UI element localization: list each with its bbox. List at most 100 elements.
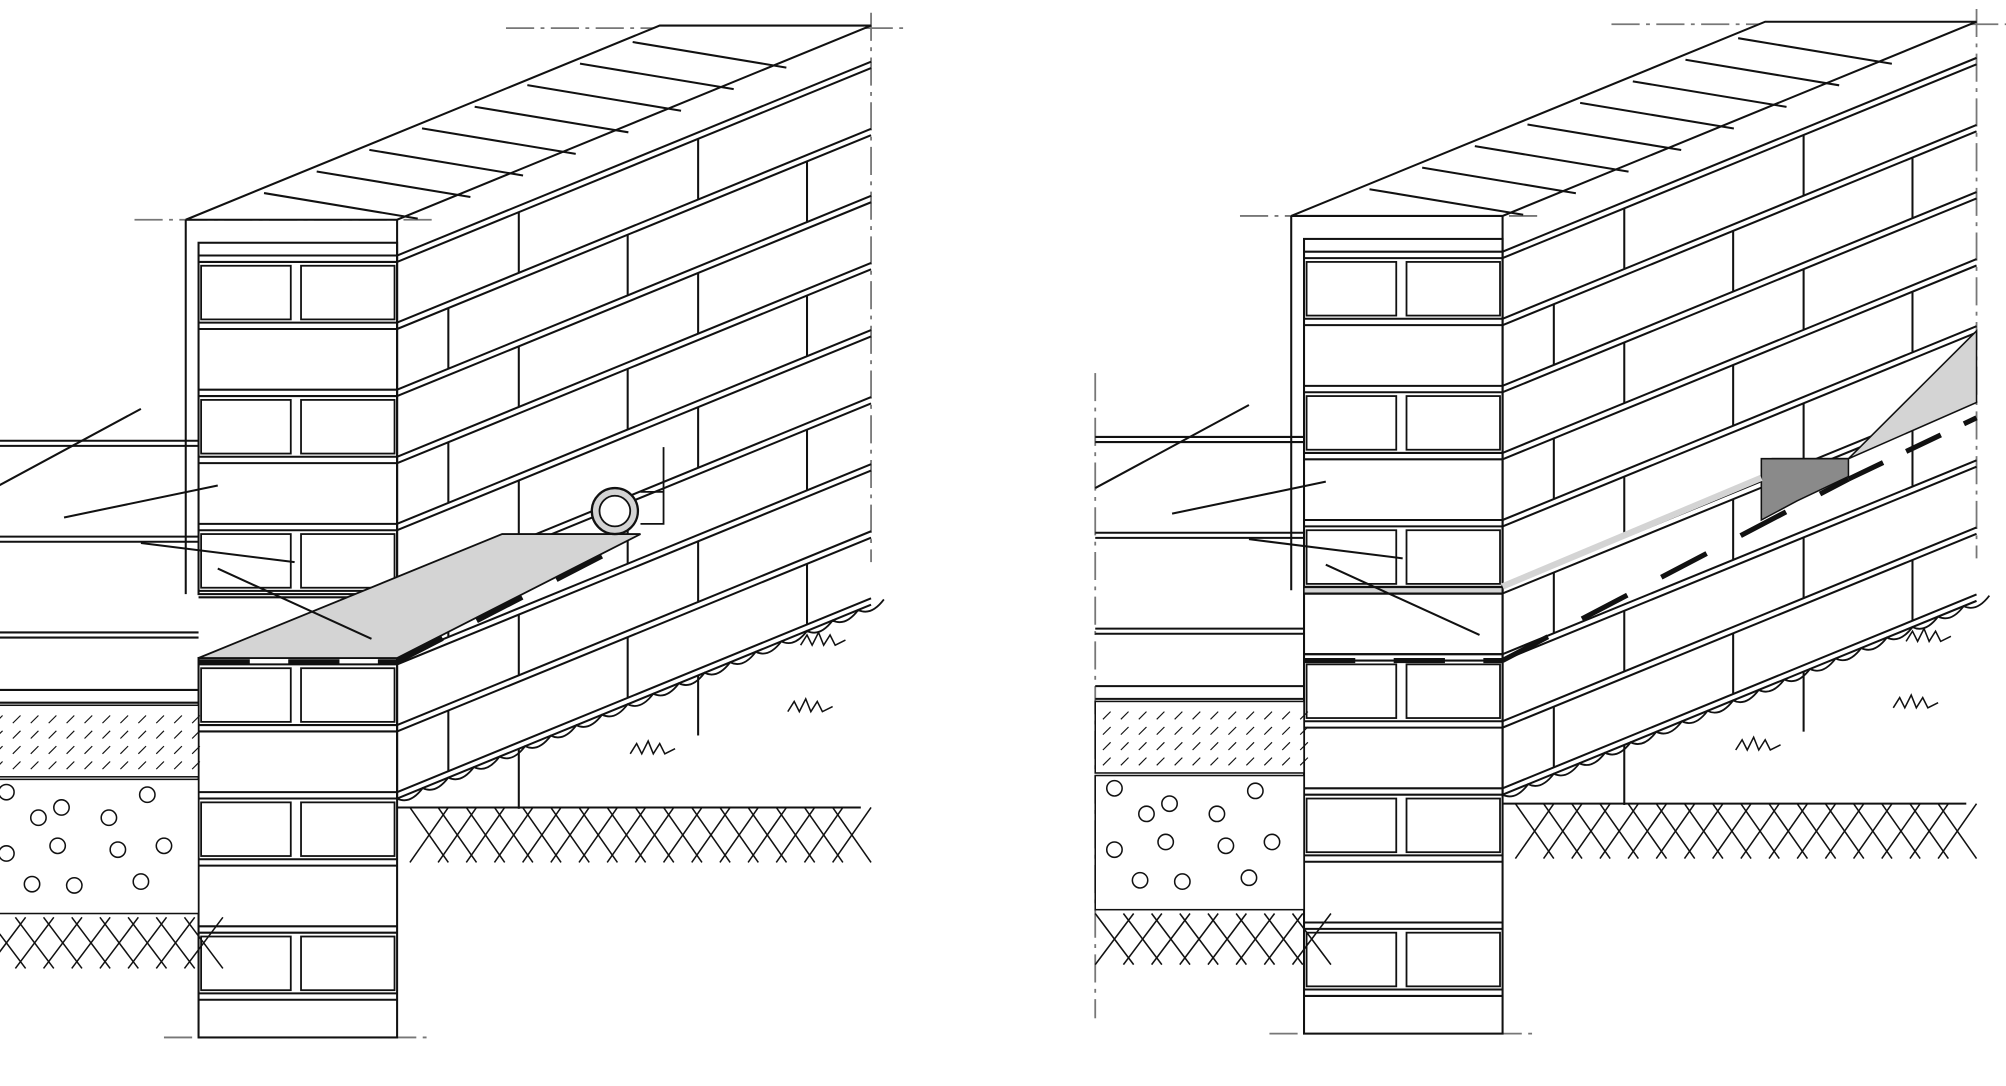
ground-hatch: [493, 807, 534, 863]
brick: [300, 264, 396, 321]
sand-mark: [173, 715, 183, 724]
brick: [1405, 395, 1501, 451]
sand-mark: [1174, 711, 1183, 720]
sand-mark: [0, 761, 3, 765]
brick: [300, 533, 396, 589]
sand-mark: [137, 730, 147, 739]
sand-mark: [1210, 741, 1219, 751]
sand-mark: [66, 745, 75, 755]
side-course: [396, 469, 872, 666]
side-course: [1502, 593, 1977, 790]
side-course: [396, 261, 872, 458]
gravel-stone: [1173, 873, 1191, 891]
grass-tuft-icon: [1735, 735, 1781, 752]
membrane-area: [1503, 331, 1977, 587]
grass-tuft-icon: [1905, 626, 1952, 644]
ground-hatch: [1150, 913, 1191, 966]
ground-hatch: [1740, 803, 1780, 860]
coping-brick-joint: [1369, 188, 1524, 216]
side-course: [1502, 130, 1977, 327]
sand-mark: [1299, 741, 1309, 751]
sand-mark: [1120, 741, 1129, 751]
coping-brick-joint: [632, 41, 787, 69]
brick: [1305, 931, 1398, 988]
paving-joint: [1171, 480, 1327, 515]
sand-mark: [1192, 726, 1201, 736]
brick: [1405, 663, 1501, 719]
side-course: [396, 597, 872, 794]
sand-mark: [1138, 741, 1147, 751]
coping-brick-joint: [474, 105, 629, 134]
wall-front-lower: [197, 656, 399, 1039]
coping-brick-joint: [369, 148, 524, 177]
sand-mark: [1281, 726, 1291, 736]
sand-mark: [1138, 711, 1147, 720]
sand-mark: [1192, 741, 1201, 751]
gravel-stone: [1263, 833, 1281, 851]
ground-hatch: [1824, 803, 1865, 860]
side-course: [396, 536, 872, 733]
sand-mark: [1245, 757, 1255, 766]
membrane-roll-core: [598, 494, 632, 528]
sand-mark: [155, 761, 165, 770]
sand-mark: [120, 730, 129, 739]
sand-mark: [48, 730, 57, 739]
sand-mark: [84, 761, 93, 770]
membrane-strip: [1501, 474, 1763, 590]
sand-mark: [1138, 757, 1147, 766]
gravel-stone: [0, 845, 15, 862]
sand-mark: [48, 761, 57, 770]
membrane-edge: [1501, 476, 1850, 663]
side-course: [396, 60, 872, 257]
ground-hatch: [437, 807, 478, 863]
side-course: [396, 329, 872, 525]
brick: [200, 935, 292, 992]
sand-mark: [137, 715, 147, 724]
side-course: [1502, 264, 1977, 461]
ground-hatch: [127, 916, 168, 969]
brick: [1305, 797, 1398, 854]
coping-brick-joint: [1737, 37, 1893, 65]
ground-hatch: [1179, 913, 1219, 966]
ground-hatch: [719, 807, 759, 863]
gravel-stone: [1208, 805, 1226, 823]
paving-joint: [63, 484, 218, 519]
sand-mark: [1281, 741, 1291, 751]
sand-mark: [120, 761, 129, 770]
side-course: [1502, 258, 1977, 454]
ground-hatch: [1599, 803, 1639, 860]
ground-hatch: [42, 916, 83, 969]
ground-hatch: [832, 807, 872, 863]
sand-mark: [191, 761, 201, 770]
brick: [1405, 261, 1501, 317]
side-course: [1502, 465, 1977, 662]
brick: [200, 264, 292, 321]
brick: [300, 801, 396, 857]
sand-mark: [1228, 711, 1237, 720]
sand-mark: [1299, 757, 1309, 766]
gravel-stone: [1105, 779, 1123, 797]
brick: [300, 935, 396, 992]
gravel-layer: [1094, 774, 1305, 911]
sand-mark: [1156, 741, 1165, 751]
side-course: [1502, 526, 1977, 723]
sand-mark: [102, 761, 111, 770]
membrane-upper: [1771, 329, 1978, 460]
ground-hatch: [99, 916, 139, 969]
ground-hatch: [1881, 803, 1921, 860]
sand-mark: [66, 715, 75, 724]
ground-hatch: [1683, 803, 1724, 860]
sand-mark: [1174, 726, 1183, 736]
ground-hatch: [1937, 803, 1978, 860]
figure-left-rolled-membrane: [0, 12, 910, 1039]
sand-mark: [48, 745, 57, 755]
ground-hatch: [691, 807, 731, 863]
ground-hatch: [747, 807, 788, 863]
sand-mark: [30, 761, 39, 770]
side-course: [1502, 459, 1977, 656]
gravel-stone: [1161, 795, 1178, 813]
wall-front-upper: [197, 241, 399, 596]
gravel-stone: [155, 837, 173, 855]
gravel-stone: [1246, 782, 1264, 800]
ground-hatch: [606, 807, 647, 863]
